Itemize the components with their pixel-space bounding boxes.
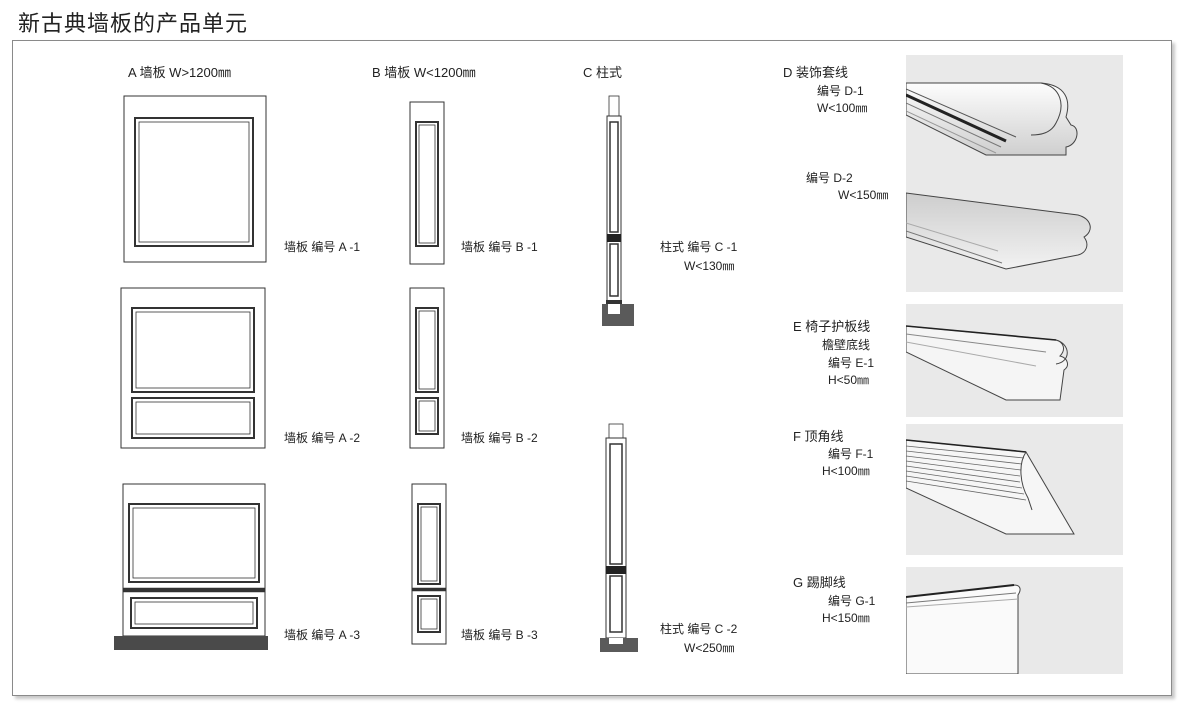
section-b-heading: B 墙板 W<1200㎜ [372, 65, 476, 80]
label-c2-code: 柱式 编号 C -2 [660, 622, 738, 636]
column-drawings [600, 95, 638, 652]
label-a3: 墙板 编号 A -3 [284, 628, 361, 642]
wall-panel-b1 [409, 101, 445, 265]
wall-panel-a2 [120, 287, 266, 449]
section-g-heading: G 踢脚线 [793, 575, 846, 590]
wall-panel-b3 [411, 483, 447, 645]
label-f-size: H<100㎜ [822, 464, 870, 478]
column-c1 [602, 95, 634, 326]
label-b2: 墙板 编号 B -2 [461, 431, 538, 445]
label-e-code: 编号 E-1 [828, 356, 875, 370]
wall-panel-a1 [123, 95, 267, 263]
label-g-code: 编号 G-1 [828, 594, 876, 608]
label-c1-code: 柱式 编号 C -1 [660, 240, 738, 254]
column-c2 [600, 423, 638, 652]
label-d1-code: 编号 D-1 [817, 84, 864, 98]
section-e-heading: E 椅子护板线 [793, 319, 871, 334]
label-f-code: 编号 F-1 [828, 447, 874, 461]
label-b3: 墙板 编号 B -3 [461, 628, 538, 642]
label-e-size: H<50㎜ [828, 373, 870, 387]
wall-panel-b-drawings [409, 101, 447, 645]
label-c2-size: W<250㎜ [684, 641, 735, 655]
label-a1: 墙板 编号 A -1 [284, 240, 361, 254]
section-a-heading: A 墙板 W>1200㎜ [128, 65, 231, 80]
molding-g-render [906, 567, 1123, 674]
label-e-sub: 檐壁底线 [822, 338, 871, 352]
wall-panel-a3 [114, 483, 268, 650]
section-f-heading: F 顶角线 [793, 429, 844, 444]
page-title: 新古典墙板的产品单元 [18, 12, 249, 37]
label-d2-size: W<150㎜ [838, 188, 889, 202]
molding-e-render [906, 304, 1123, 417]
label-d2-code: 编号 D-2 [806, 171, 853, 185]
wall-panel-a-drawings [114, 95, 268, 650]
molding-d-render [906, 55, 1123, 292]
label-b1: 墙板 编号 B -1 [461, 240, 538, 254]
section-d-heading: D 装饰套线 [783, 65, 849, 80]
label-g-size: H<150㎜ [822, 611, 870, 625]
wall-panel-b2 [409, 287, 445, 449]
label-c1-size: W<130㎜ [684, 259, 735, 273]
label-d1-size: W<100㎜ [817, 101, 868, 115]
molding-f-render [906, 424, 1123, 555]
section-c-heading: C 柱式 [583, 65, 623, 80]
label-a2: 墙板 编号 A -2 [284, 431, 361, 445]
